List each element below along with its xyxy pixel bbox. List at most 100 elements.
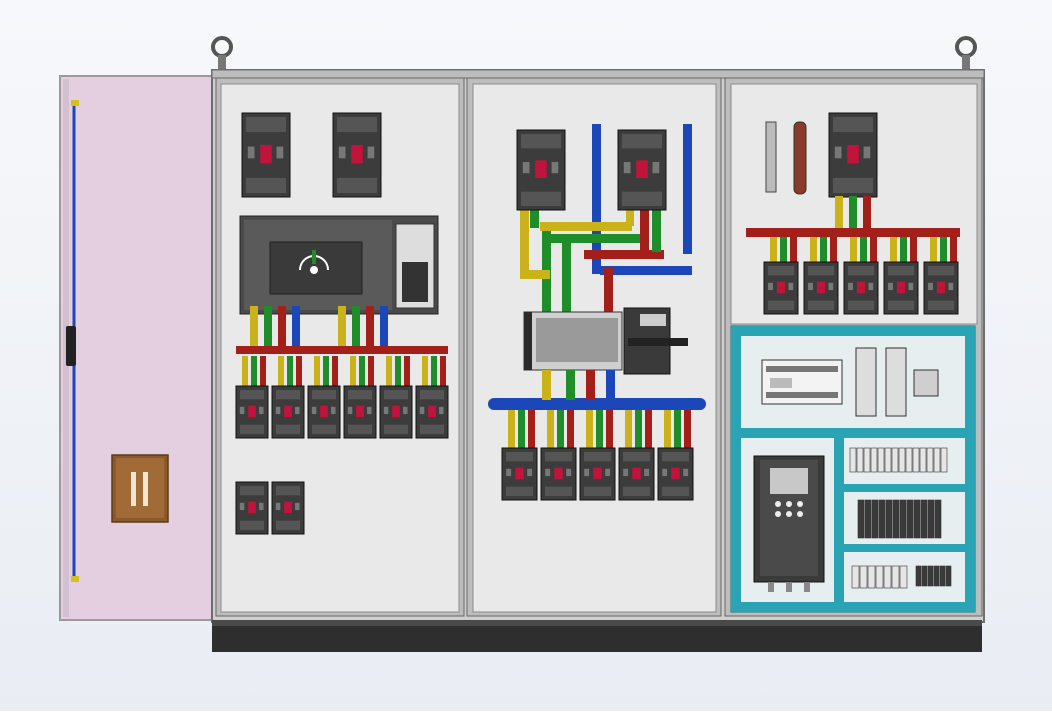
busbar-link <box>520 270 550 279</box>
busbar-link <box>278 306 286 348</box>
busbar-link <box>626 206 634 226</box>
busbar-link <box>625 410 632 448</box>
busbar-link <box>508 410 515 448</box>
busbar-link <box>338 306 346 348</box>
circuit-breaker <box>379 385 413 439</box>
busbar-link <box>350 356 356 386</box>
busbar-link <box>251 356 257 386</box>
circuit-breaker <box>332 112 382 198</box>
inverter-drive <box>753 455 825 592</box>
transfer-switch <box>239 215 439 315</box>
busbar-link <box>530 208 539 228</box>
busbar-link <box>780 237 787 263</box>
middle-section <box>466 77 722 617</box>
right-section <box>724 77 983 617</box>
terminal-block-row <box>849 447 948 473</box>
busbar-link <box>386 356 392 386</box>
busbar-link <box>260 356 266 386</box>
busbar-link <box>528 410 535 448</box>
busbar-link <box>586 370 595 400</box>
terminal-bars <box>765 121 807 195</box>
busbar-link <box>835 196 843 230</box>
circuit-breaker <box>540 447 577 501</box>
busbar-ring <box>488 398 706 410</box>
busbar-link <box>870 237 877 263</box>
busbar-link <box>422 356 428 386</box>
busbar-link <box>770 237 777 263</box>
busbar-link <box>566 370 575 400</box>
busbar-link <box>395 356 401 386</box>
busbar-link <box>810 237 817 263</box>
busbar-link <box>520 210 529 278</box>
busbar-link <box>542 234 642 243</box>
busbar-link <box>652 206 661 252</box>
busbar-link <box>518 410 525 448</box>
busbar-link <box>562 236 571 314</box>
busbar-link <box>863 196 871 230</box>
circuit-breaker <box>618 447 655 501</box>
busbar-link <box>314 356 320 386</box>
circuit-breaker <box>415 385 449 439</box>
terminal-block-row <box>915 565 952 587</box>
busbar-link <box>604 268 613 314</box>
busbar-link <box>366 306 374 348</box>
terminal-block-row <box>857 499 942 539</box>
busbar-link <box>890 237 897 263</box>
busbar-link <box>635 410 642 448</box>
busbar-link <box>683 124 692 254</box>
busbar-link <box>352 306 360 348</box>
busbar-link <box>790 237 797 263</box>
circuit-breaker <box>883 261 919 315</box>
busbar-link <box>292 306 300 348</box>
circuit-breaker <box>271 481 305 535</box>
circuit-breaker <box>828 112 878 198</box>
busbar-link <box>849 196 857 230</box>
circuit-breaker <box>617 129 667 211</box>
busbar-link <box>431 356 437 386</box>
busbar-link <box>674 410 681 448</box>
cabinet-top <box>211 69 985 79</box>
circuit-breaker <box>763 261 799 315</box>
busbar-link <box>359 356 365 386</box>
busbar-link <box>910 237 917 263</box>
busbar-link <box>860 237 867 263</box>
door-lock-icon <box>111 454 169 523</box>
busbar-link <box>542 222 551 314</box>
circuit-breaker <box>271 385 305 439</box>
busbar-link <box>540 222 632 231</box>
busbar-link <box>830 237 837 263</box>
lifting-eye-icon <box>955 36 977 73</box>
circuit-breaker <box>501 447 538 501</box>
circuit-breaker <box>516 129 566 211</box>
cabinet-door <box>59 75 217 621</box>
busbar-link <box>950 237 957 263</box>
busbar-link <box>242 356 248 386</box>
busbar-link <box>930 237 937 263</box>
busbar-link <box>567 410 574 448</box>
busbar-link <box>332 356 338 386</box>
left-section <box>215 77 465 617</box>
terminal-block-row <box>851 565 908 589</box>
busbar-link <box>323 356 329 386</box>
busbar-link <box>640 206 649 252</box>
circuit-breaker <box>657 447 694 501</box>
circuit-breaker <box>235 385 269 439</box>
isolator-switch <box>523 307 688 375</box>
plc-rack <box>761 347 939 417</box>
busbar-link <box>547 410 554 448</box>
circuit-breaker <box>923 261 959 315</box>
busbar-link <box>296 356 302 386</box>
busbar-link <box>820 237 827 263</box>
circuit-breaker <box>307 385 341 439</box>
busbar-link <box>368 356 374 386</box>
busbar-link <box>287 356 293 386</box>
busbar-link <box>592 124 601 274</box>
circuit-breaker <box>343 385 377 439</box>
circuit-breaker <box>235 481 269 535</box>
busbar-link <box>586 410 593 448</box>
busbar-link <box>596 410 603 448</box>
circuit-breaker <box>843 261 879 315</box>
door-handle-icon <box>66 326 76 366</box>
